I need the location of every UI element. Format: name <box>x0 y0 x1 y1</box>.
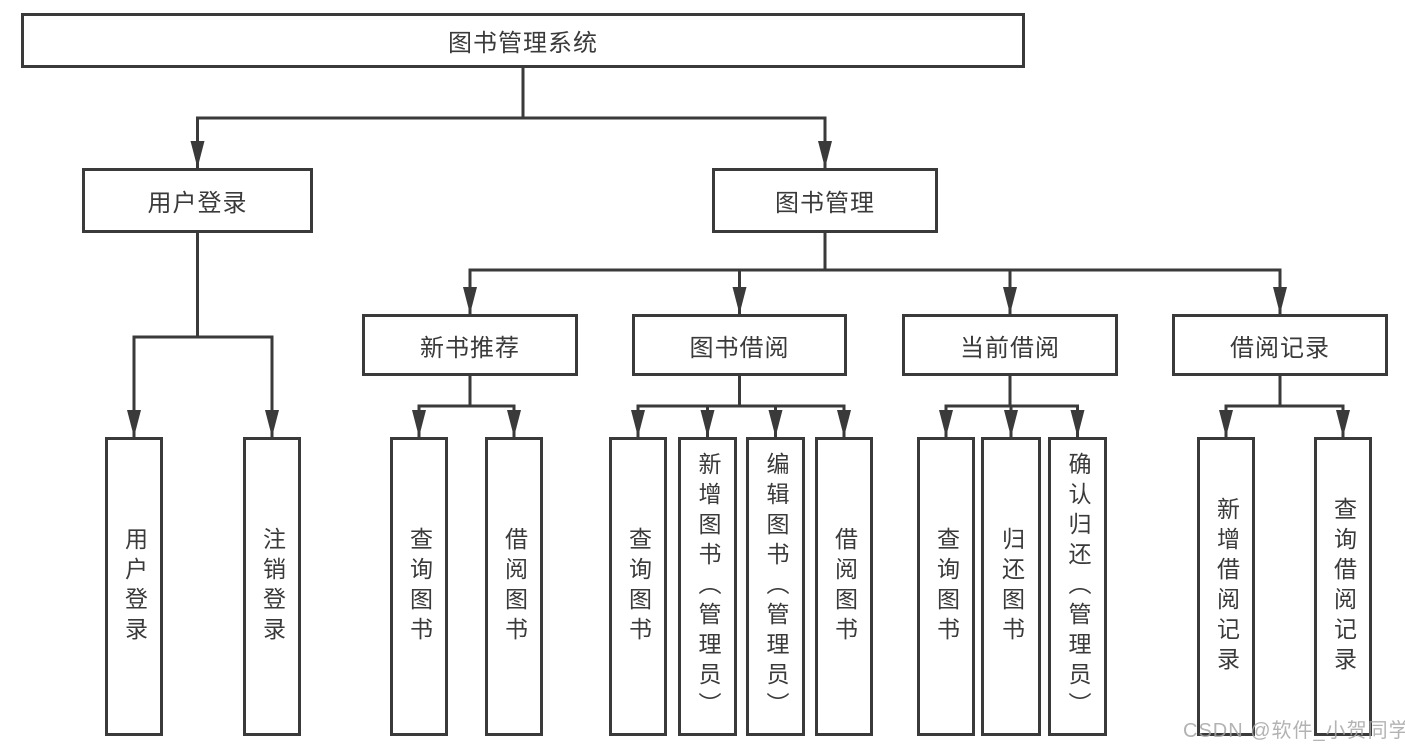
node-label-user-logout: 注销登录 <box>259 526 286 647</box>
watermark: CSDN @软件_小贺同学 <box>1183 720 1405 742</box>
node-bb-borrow: 借阅图书 <box>815 437 873 736</box>
arrowhead-icon <box>1070 410 1085 437</box>
node-label-user-login: 用户登录 <box>121 526 148 647</box>
node-user-auth: 用户登录 <box>82 168 313 233</box>
node-label-book-mgmt: 图书管理 <box>775 190 875 217</box>
node-bb-edit: 编辑图书（管理员） <box>746 437 805 736</box>
arrowhead-icon <box>768 410 783 437</box>
node-label-bb-add: 新增图书（管理员） <box>695 451 721 722</box>
node-bb-add: 新增图书（管理员） <box>678 437 737 736</box>
node-label-cb-confirm: 确认归还（管理员） <box>1065 451 1091 722</box>
node-label-br-add: 新增借阅记录 <box>1213 496 1240 677</box>
edge-new-books-nb-borrow <box>468 376 516 437</box>
edge-root-book-mgmt <box>521 68 827 168</box>
edge-user-auth-user-login <box>132 233 199 437</box>
arrowhead-icon <box>631 410 645 437</box>
node-book-borrow: 图书借阅 <box>632 314 847 376</box>
node-label-cb-return: 归还图书 <box>998 526 1025 647</box>
node-label-bb-edit: 编辑图书（管理员） <box>763 451 789 722</box>
arrowhead-icon <box>190 141 205 168</box>
arrowhead-icon <box>1336 410 1350 437</box>
edge-root-user-auth <box>196 68 525 168</box>
node-nb-query: 查询图书 <box>390 437 448 736</box>
edge-user-auth-user-logout <box>196 233 274 437</box>
arrowhead-icon <box>463 287 477 314</box>
node-label-bb-borrow: 借阅图书 <box>831 526 858 647</box>
node-cb-confirm: 确认归还（管理员） <box>1048 437 1107 736</box>
node-cb-return: 归还图书 <box>981 437 1041 736</box>
arrowhead-icon <box>507 410 521 437</box>
arrowhead-icon <box>939 410 953 437</box>
node-label-root: 图书管理系统 <box>448 30 598 57</box>
edge-book-mgmt-new-books <box>468 233 827 314</box>
arrowhead-icon <box>127 410 141 437</box>
node-borrow-records: 借阅记录 <box>1172 314 1388 376</box>
node-label-user-auth: 用户登录 <box>147 190 248 217</box>
edge-current-borrow-cb-confirm <box>1008 376 1079 437</box>
node-root: 图书管理系统 <box>21 13 1025 68</box>
edge-borrow-records-br-query <box>1278 376 1345 437</box>
node-br-query: 查询借阅记录 <box>1314 437 1372 736</box>
node-label-br-query: 查询借阅记录 <box>1330 496 1357 677</box>
node-new-books: 新书推荐 <box>362 314 578 376</box>
edge-borrow-records-br-add <box>1224 376 1282 437</box>
arrowhead-icon <box>700 410 715 437</box>
node-label-current-borrow: 当前借阅 <box>960 334 1060 362</box>
edge-new-books-nb-query <box>417 376 472 437</box>
edge-book-mgmt-book-borrow <box>738 233 827 314</box>
node-current-borrow: 当前借阅 <box>902 314 1118 376</box>
arrowhead-icon <box>1004 410 1018 437</box>
node-label-borrow-records: 借阅记录 <box>1230 334 1330 362</box>
arrowhead-icon <box>1219 410 1233 437</box>
arrowhead-icon <box>732 287 747 314</box>
node-label-book-borrow: 图书借阅 <box>689 334 790 362</box>
node-label-bb-query: 查询图书 <box>625 526 652 647</box>
node-cb-query: 查询图书 <box>917 437 975 736</box>
node-user-login: 用户登录 <box>105 437 163 736</box>
edge-book-borrow-bb-edit <box>738 376 777 437</box>
arrowhead-icon <box>1003 287 1017 314</box>
edge-current-borrow-cb-return <box>1008 376 1013 437</box>
edge-book-mgmt-current-borrow <box>823 233 1012 314</box>
arrowhead-icon <box>412 410 426 437</box>
node-book-mgmt: 图书管理 <box>712 168 938 233</box>
node-label-nb-borrow: 借阅图书 <box>501 526 528 647</box>
arrowhead-icon <box>265 410 279 437</box>
node-label-cb-query: 查询图书 <box>933 526 960 647</box>
node-nb-borrow: 借阅图书 <box>485 437 543 736</box>
edge-book-borrow-bb-borrow <box>738 376 846 437</box>
node-bb-query: 查询图书 <box>609 437 667 736</box>
arrowhead-icon <box>818 141 832 168</box>
edge-book-mgmt-borrow-records <box>823 233 1282 314</box>
node-user-logout: 注销登录 <box>243 437 301 736</box>
arrowhead-icon <box>1273 287 1287 314</box>
edge-book-borrow-bb-query <box>636 376 741 437</box>
edge-book-borrow-bb-add <box>706 376 741 437</box>
node-br-add: 新增借阅记录 <box>1197 437 1255 736</box>
node-label-new-books: 新书推荐 <box>420 334 520 362</box>
arrowhead-icon <box>837 410 851 437</box>
node-label-nb-query: 查询图书 <box>406 526 433 647</box>
edge-current-borrow-cb-query <box>944 376 1012 437</box>
